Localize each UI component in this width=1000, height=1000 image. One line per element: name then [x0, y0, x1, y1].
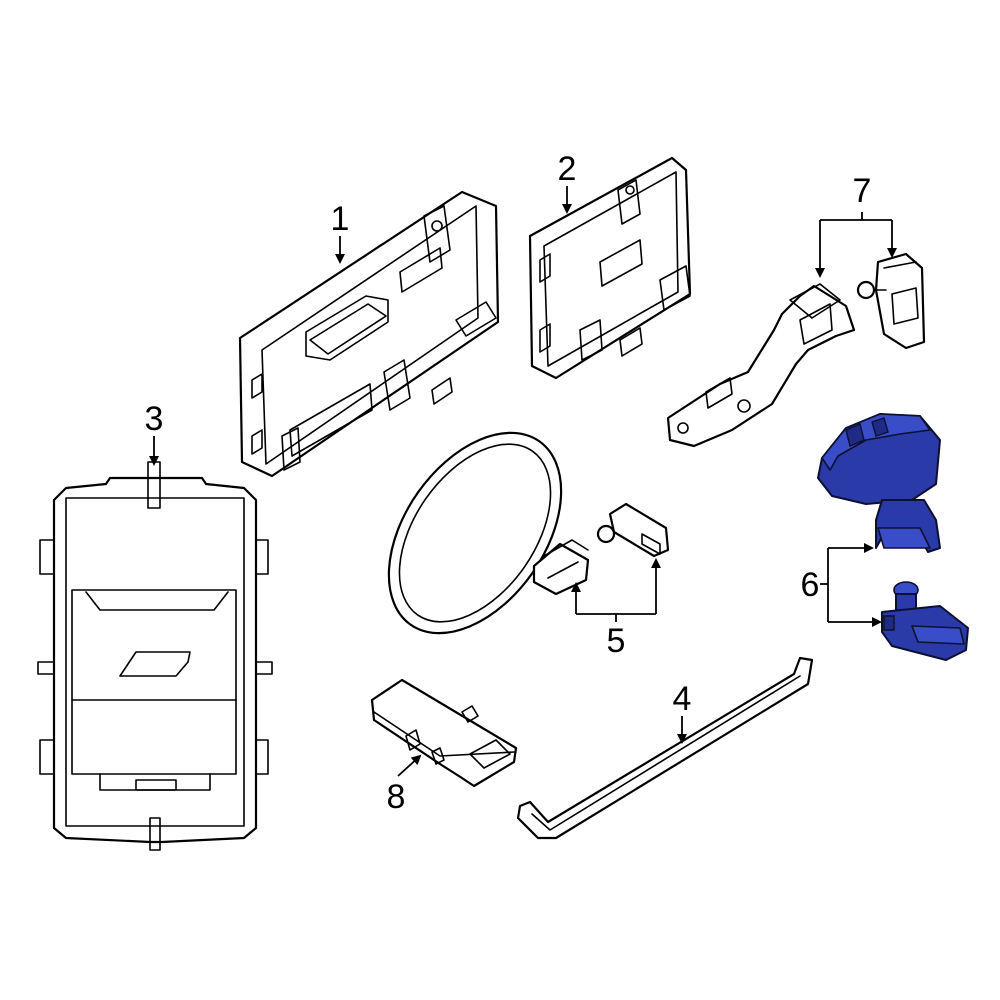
leader-8 [397, 754, 422, 777]
callout-5: 5 [607, 622, 626, 660]
callout-8: 8 [387, 778, 406, 816]
part-7-harness-bracket[interactable] [666, 283, 856, 448]
callout-4: 4 [673, 680, 692, 718]
callout-1: 1 [331, 200, 350, 238]
part-8-receiver-module[interactable] [370, 678, 518, 788]
callout-7: 7 [853, 172, 872, 210]
part-6-parking-sensor[interactable] [817, 413, 941, 553]
part-1-control-module[interactable] [238, 190, 500, 478]
callout-3: 3 [145, 400, 164, 438]
part-6-sensor-connector[interactable] [881, 581, 969, 661]
part-3-module-housing[interactable] [37, 461, 273, 851]
part-5-coil-antenna[interactable] [353, 401, 670, 665]
part-7-connector[interactable] [856, 252, 926, 350]
callout-6: 6 [801, 566, 820, 604]
part-4-antenna-strip[interactable] [516, 656, 814, 840]
callout-2: 2 [558, 150, 577, 188]
part-2-control-module[interactable] [528, 156, 692, 380]
